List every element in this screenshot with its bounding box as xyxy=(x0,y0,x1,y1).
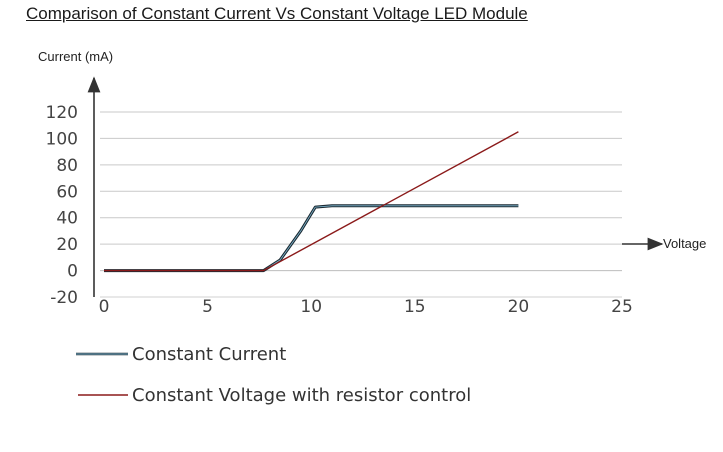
x-tick-label: 20 xyxy=(508,297,530,317)
tick-labels: 120 100 80 60 40 20 0 -20 0 5 10 15 20 25 xyxy=(46,103,633,317)
chart-title: Comparison of Constant Current Vs Consta… xyxy=(26,4,528,23)
x-tick-label: 15 xyxy=(404,297,426,317)
y-tick-label: 60 xyxy=(56,182,78,202)
x-tick-label: 10 xyxy=(300,297,322,317)
y-tick-label: 0 xyxy=(67,262,78,282)
y-tick-label: 100 xyxy=(46,129,78,149)
x-tick-label: 0 xyxy=(99,297,110,317)
series-line-constant-voltage xyxy=(104,131,519,272)
x-axis-label: Voltage xyxy=(663,236,706,251)
legend-label-constant-current: Constant Current xyxy=(132,344,286,365)
x-tick-label: 5 xyxy=(202,297,213,317)
x-tick-label: 25 xyxy=(611,297,633,317)
legend: Constant Current Constant Voltage with r… xyxy=(76,344,471,406)
axes xyxy=(87,76,664,298)
y-tick-label: -20 xyxy=(50,288,78,308)
series-lines xyxy=(104,131,519,273)
legend-label-constant-voltage: Constant Voltage with resistor control xyxy=(132,385,471,406)
y-tick-label: 20 xyxy=(56,235,78,255)
series-line-constant-current xyxy=(104,204,519,273)
y-tick-label: 40 xyxy=(56,209,78,229)
y-axis-label: Current (mA) xyxy=(38,49,113,64)
y-tick-label: 80 xyxy=(56,156,78,176)
y-tick-label: 120 xyxy=(46,103,78,123)
